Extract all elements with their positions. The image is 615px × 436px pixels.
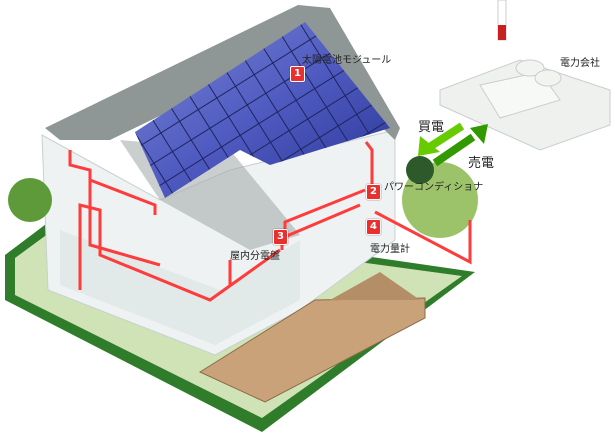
- label-solar-module: 太陽電池モジュール: [302, 55, 392, 66]
- label-power-company: 電力会社: [560, 58, 600, 69]
- wood-deck: [198, 297, 426, 403]
- label-distribution-board: 屋内分電盤: [230, 251, 280, 262]
- sell-arrow: [432, 124, 488, 167]
- buy-arrow: [418, 122, 465, 156]
- wiring: [68, 141, 472, 302]
- badge-1: 1: [290, 66, 305, 82]
- label-power-meter: 電力量計: [370, 244, 410, 255]
- power-plant: [439, 0, 611, 151]
- badge-4: 4: [366, 219, 381, 235]
- label-power-conditioner: パワーコンディショナ: [384, 182, 484, 193]
- label-buy-power: 買電: [418, 120, 445, 135]
- badge-3: 3: [273, 229, 288, 245]
- tree: [8, 178, 52, 222]
- label-sell-power: 売電: [468, 156, 495, 171]
- badge-2: 2: [366, 184, 381, 200]
